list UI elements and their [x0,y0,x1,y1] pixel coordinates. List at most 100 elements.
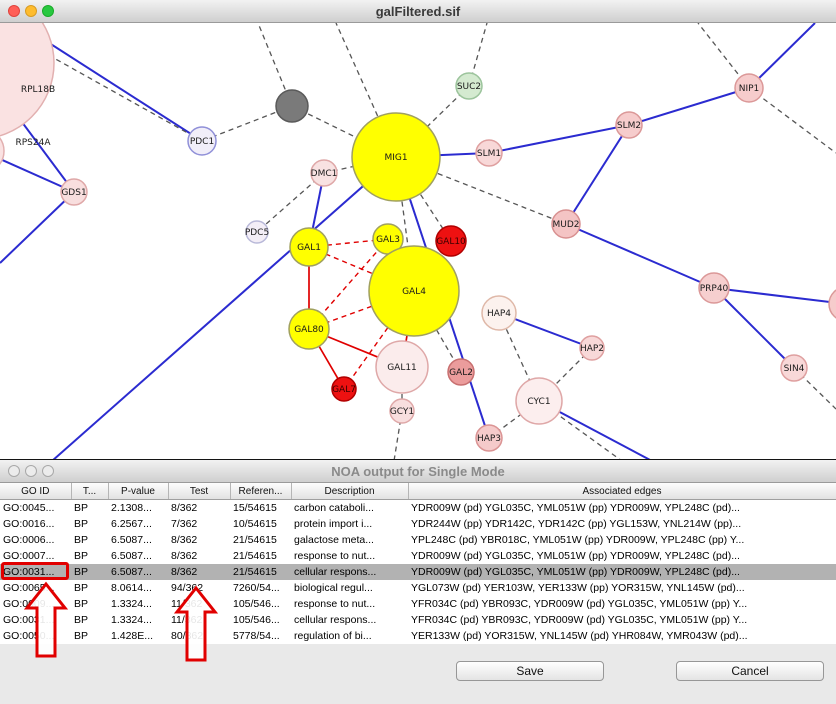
noa-window-titlebar[interactable]: NOA output for Single Mode [0,460,836,483]
table-cell[interactable]: GO:0006... [3,534,55,546]
table-cell[interactable]: biological regul... [294,582,373,594]
table-cell[interactable]: YER133W (pd) YOR315W, YNL145W (pd) YHR08… [411,630,748,642]
node-MIG1[interactable] [351,112,441,202]
node-RPS24A[interactable] [0,129,5,173]
node-RPL18B[interactable] [0,23,55,139]
graph-edge-blue[interactable] [0,191,75,264]
graph-edge-blue[interactable] [0,151,75,193]
table-cell[interactable]: YGL073W (pd) YER103W, YER133W (pp) YOR31… [411,582,745,594]
node-SLM1[interactable] [475,139,503,167]
graph-edge-blue[interactable] [0,63,75,193]
table-cell[interactable]: 7260/54... [233,582,280,594]
table-cell[interactable]: GO:0031... [3,614,55,626]
graph-edge-dashed[interactable] [256,172,325,233]
table-cell[interactable]: BP [74,582,89,594]
table-cell[interactable]: 6.2567... [111,518,152,530]
table-cell[interactable]: 1.3324... [111,614,152,626]
table-cell[interactable]: BP [71,564,108,580]
node-GAL7[interactable] [331,376,357,402]
cancel-button[interactable]: Cancel [676,661,824,681]
node-PRP40[interactable] [698,272,730,304]
node-MUD2[interactable] [551,209,581,239]
graph-edge-blue[interactable] [713,287,836,304]
table-cell[interactable]: 2.1308... [111,502,152,514]
node-SUC2[interactable] [455,72,483,100]
table-cell[interactable]: GO:0045... [3,502,55,514]
table-cell[interactable]: cellular respons... [294,614,377,626]
graph-edge-dashed[interactable] [748,87,836,154]
table-cell[interactable]: BP [74,550,89,562]
close-icon[interactable] [8,465,20,477]
table-cell[interactable]: YDR009W (pd) YGL035C, YML051W (pp) YDR00… [408,564,836,580]
graph-edge-dashed[interactable] [498,312,540,402]
table-cell[interactable]: protein import i... [294,518,373,530]
graph-edge-dashed[interactable] [291,105,397,158]
table-cell[interactable]: 5778/54... [233,630,280,642]
table-cell[interactable]: BP [74,598,89,610]
table-cell[interactable]: BP [74,534,89,546]
table-cell[interactable]: 1.3324... [111,598,152,610]
table-cell[interactable]: 105/546... [233,614,280,626]
table-cell[interactable]: GO:0050... [3,630,55,642]
table-cell[interactable]: 8/362 [168,564,230,580]
table-cell[interactable]: 21/54615 [233,534,277,546]
table-cell[interactable]: regulation of bi... [294,630,372,642]
table-cell[interactable]: 7/362 [171,518,198,530]
node-PDC1[interactable] [187,126,217,156]
graph-edge-dashed[interactable] [395,156,452,242]
table-cell[interactable]: 11/362 [171,614,203,626]
table-cell[interactable]: YDR009W (pd) YGL035C, YML051W (pp) YDR00… [411,502,740,514]
network-window-titlebar[interactable]: galFiltered.sif [0,0,836,23]
table-cell[interactable]: 6.5087... [108,564,168,580]
minimize-icon[interactable] [25,465,37,477]
minimize-icon[interactable] [25,5,37,17]
table-cell[interactable]: 6.5087... [111,550,152,562]
table-cell[interactable]: 105/546... [233,598,280,610]
table-cell[interactable]: 21/54615 [233,550,277,562]
graph-edge-dashed[interactable] [201,105,293,142]
graph-edge-blue[interactable] [52,156,397,459]
table-cell[interactable]: YDR009W (pd) YGL035C, YML051W (pp) YDR00… [411,550,740,562]
table-cell[interactable]: 6.5087... [111,534,152,546]
graph-edge-blue[interactable] [565,223,715,289]
table-cell[interactable]: response to nut... [294,598,376,610]
column-header-referen-[interactable]: Referen... [230,483,292,500]
table-cell[interactable]: GO:0031... [0,564,71,580]
zoom-icon[interactable] [42,465,54,477]
network-canvas[interactable]: RPL18BRPS24AGDS1PDC1DMC1MIG1SUC2SLM1SLM2… [0,23,836,459]
node-DMC1[interactable] [310,159,338,187]
graph-edge-blue[interactable] [488,124,630,154]
table-cell[interactable]: BP [74,614,89,626]
graph-edge-blue[interactable] [628,87,750,126]
table-cell[interactable]: GO:0007... [3,550,55,562]
table-cell[interactable]: 8.0614... [111,582,152,594]
node-NIP1[interactable] [734,73,764,103]
node-GDS1[interactable] [60,178,88,206]
table-cell[interactable]: GO:0016... [3,518,55,530]
table-cell[interactable]: GO:0065... [3,582,55,594]
table-cell[interactable]: 94/362 [171,582,204,594]
table-cell[interactable]: 21/54615 [230,564,291,580]
node-GAL2[interactable] [447,358,475,386]
node-SIN4[interactable] [780,354,808,382]
table-cell[interactable]: galactose meta... [294,534,374,546]
graph-edge-blue[interactable] [748,23,816,89]
table-cell[interactable]: 80/362 [171,630,204,642]
graph-edge-dashed[interactable] [51,56,203,142]
node-GAL80[interactable] [288,308,330,350]
graph-edge-blue[interactable] [713,287,795,369]
node-HAP3[interactable] [475,424,503,452]
node-CYC1[interactable] [515,377,563,425]
node-GAL1[interactable] [289,227,329,267]
table-cell[interactable]: BP [74,518,89,530]
graph-edge-dashed[interactable] [538,400,622,459]
table-cell[interactable]: response to nut... [294,550,376,562]
close-icon[interactable] [8,5,20,17]
column-header-p-value[interactable]: P-value [108,483,169,500]
table-cell[interactable]: 1.428E... [111,630,154,642]
